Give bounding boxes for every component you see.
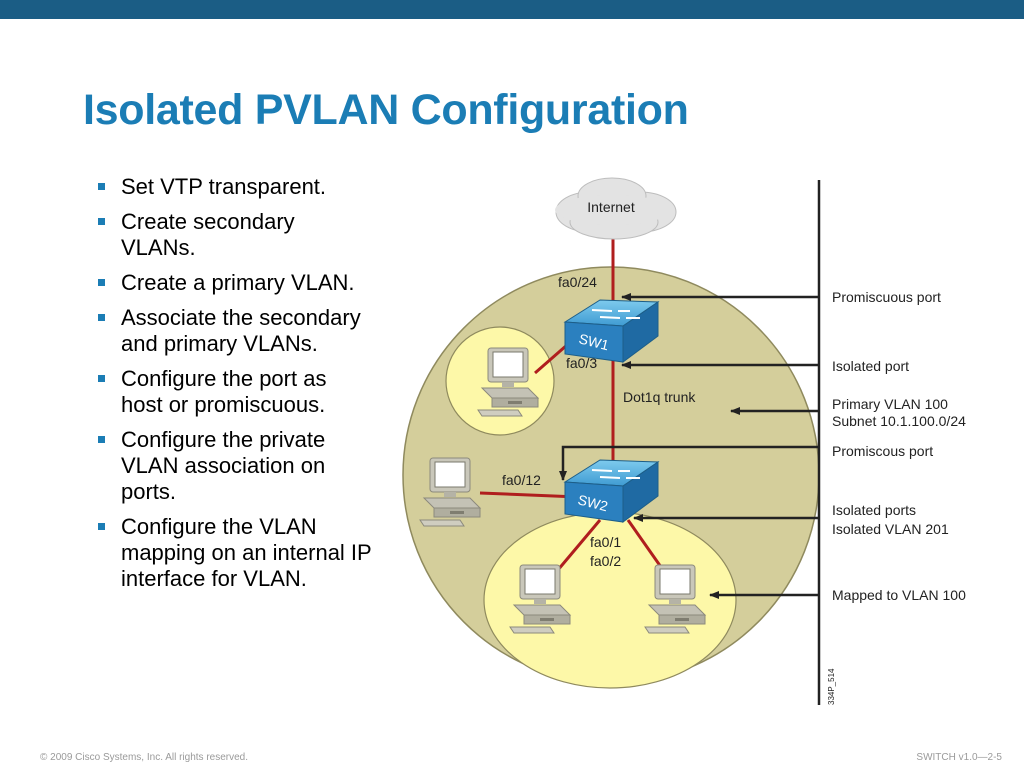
pvlan-diagram: Internet SW1 SW2 fa0/24 fa0/3 Dot1q trun… bbox=[402, 177, 966, 705]
internet-cloud-icon bbox=[555, 177, 677, 240]
sw2-label: SW2 bbox=[576, 491, 610, 514]
bullet-item: Set VTP transparent. bbox=[97, 174, 372, 200]
callout-promiscuous-port: Promiscuous port bbox=[832, 289, 941, 305]
bullet-text: Create a primary VLAN. bbox=[121, 270, 355, 295]
bullet-marker bbox=[98, 314, 105, 321]
switch-sw2-icon bbox=[563, 459, 660, 523]
bullet-list: Set VTP transparent. Create secondary VL… bbox=[97, 174, 372, 601]
bullet-text: Configure the port as host or promiscuou… bbox=[121, 366, 327, 417]
port-fa0-1-label: fa0/1 bbox=[590, 534, 621, 550]
bullet-item: Configure the private VLAN association o… bbox=[97, 427, 372, 505]
port-fa0-24-label: fa0/24 bbox=[558, 274, 597, 290]
slide-title: Isolated PVLAN Configuration bbox=[83, 86, 689, 134]
sw2-fa012-link bbox=[479, 491, 579, 499]
callout-primary-vlan: Primary VLAN 100 bbox=[832, 396, 948, 412]
footer-copyright: © 2009 Cisco Systems, Inc. All rights re… bbox=[40, 752, 249, 763]
bullet-marker bbox=[98, 183, 105, 190]
callout-isolated-ports: Isolated ports bbox=[832, 502, 916, 518]
bullet-item: Configure the VLAN mapping on an interna… bbox=[97, 514, 372, 592]
internet-label: Internet bbox=[587, 199, 635, 215]
callout-mapped-vlan: Mapped to VLAN 100 bbox=[832, 587, 966, 603]
trunk-label: Dot1q trunk bbox=[623, 389, 696, 405]
bullet-marker bbox=[98, 436, 105, 443]
figure-id: 334P_514 bbox=[827, 668, 836, 705]
bullet-item: Create secondary VLANs. bbox=[97, 209, 372, 261]
bullet-marker bbox=[98, 218, 105, 225]
callout-isolated-vlan: Isolated VLAN 201 bbox=[832, 521, 949, 537]
port-fa0-3-label: fa0/3 bbox=[566, 355, 597, 371]
bullet-item: Configure the port as host or promiscuou… bbox=[97, 366, 372, 418]
callout-isolated-port: Isolated port bbox=[832, 358, 909, 374]
bullet-text: Associate the secondary and primary VLAN… bbox=[121, 305, 361, 356]
bullet-item: Associate the secondary and primary VLAN… bbox=[97, 305, 372, 357]
bullet-marker bbox=[98, 523, 105, 530]
sw1-label: SW1 bbox=[577, 330, 611, 353]
bullet-text: Set VTP transparent. bbox=[121, 174, 327, 199]
port-fa0-2-label: fa0/2 bbox=[590, 553, 621, 569]
bullet-marker bbox=[98, 279, 105, 286]
arrow-promiscuous-2 bbox=[559, 445, 819, 481]
switch-sw1-icon bbox=[563, 299, 660, 363]
bullet-text: Create secondary VLANs. bbox=[121, 209, 295, 260]
bullet-marker bbox=[98, 375, 105, 382]
callout-subnet: Subnet 10.1.100.0/24 bbox=[832, 413, 966, 429]
bullet-item: Create a primary VLAN. bbox=[97, 270, 372, 296]
bullet-text: Configure the VLAN mapping on an interna… bbox=[121, 514, 372, 591]
top-bar bbox=[0, 0, 1024, 19]
callout-promiscous-port: Promiscous port bbox=[832, 443, 933, 459]
port-fa0-12-label: fa0/12 bbox=[502, 472, 541, 488]
footer-course-id: SWITCH v1.0—2-5 bbox=[916, 752, 1002, 763]
bullet-text: Configure the private VLAN association o… bbox=[121, 427, 326, 504]
